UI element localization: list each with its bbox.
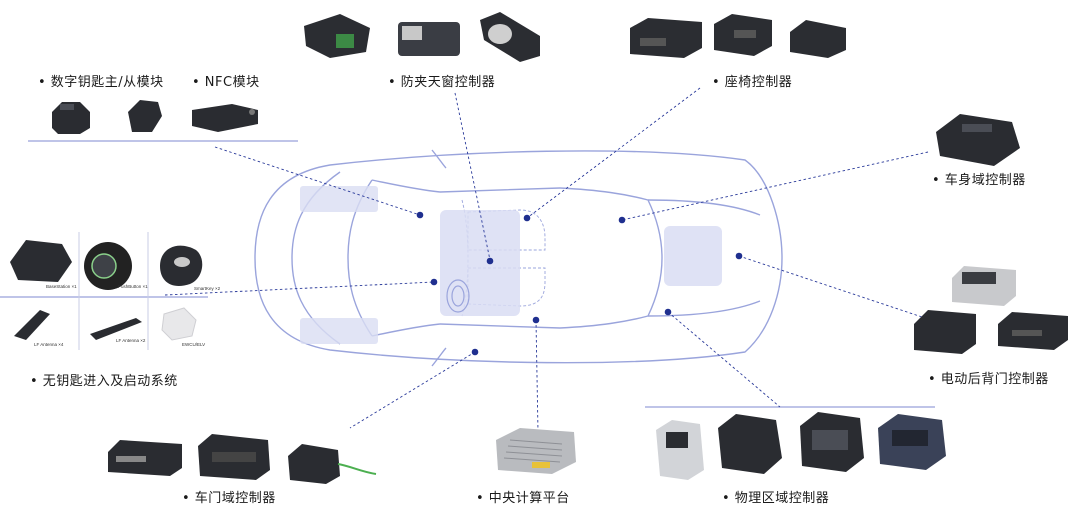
caption-lf-antenna-2: LF Antenna ×2 — [116, 338, 146, 343]
label-door-domain: • 车门域控制器 — [182, 491, 276, 506]
zone-cabin — [440, 210, 520, 316]
label-keyless: • 无钥匙进入及启动系统 — [30, 374, 178, 389]
caption-smart-key: SmartKey ×2 — [194, 286, 221, 291]
physical-zone-controller-image — [656, 412, 946, 480]
keyless-system-image — [10, 240, 203, 341]
steering-wheel — [446, 279, 470, 313]
seat-controller-image — [630, 14, 846, 58]
zone-front-left — [300, 186, 378, 212]
digital-key-modules-image — [52, 100, 258, 134]
label-pinch-window: • 防夹天窗控制器 — [388, 75, 496, 90]
tailgate-controller-image — [914, 266, 1068, 354]
body-domain-controller-image — [936, 114, 1020, 166]
car-outline — [254, 149, 783, 367]
leader-lines — [164, 87, 929, 433]
caption-push-button: PushButton ×1 — [118, 284, 148, 289]
caption-ewcu: EWCU/ELV — [182, 342, 206, 347]
pinch-window-motor-image — [304, 12, 540, 62]
label-digital-key: • 数字钥匙主/从模块 — [38, 75, 164, 90]
central-compute-image — [496, 428, 576, 474]
zone-trunk — [664, 226, 722, 286]
zone-front-right — [300, 318, 378, 344]
connection-dots — [416, 211, 743, 356]
caption-lf-antenna-4: LF Antenna ×4 — [34, 342, 64, 347]
label-central-platform: • 中央计算平台 — [476, 491, 570, 506]
label-physical-zone: • 物理区域控制器 — [722, 491, 830, 506]
label-body-domain: • 车身域控制器 — [932, 173, 1026, 188]
label-seat: • 座椅控制器 — [712, 75, 793, 90]
door-domain-controller-image — [108, 434, 377, 484]
label-tailgate: • 电动后背门控制器 — [928, 372, 1049, 387]
label-nfc: • NFC模块 — [192, 75, 260, 90]
caption-base-station: BaseStation ×1 — [46, 284, 77, 289]
